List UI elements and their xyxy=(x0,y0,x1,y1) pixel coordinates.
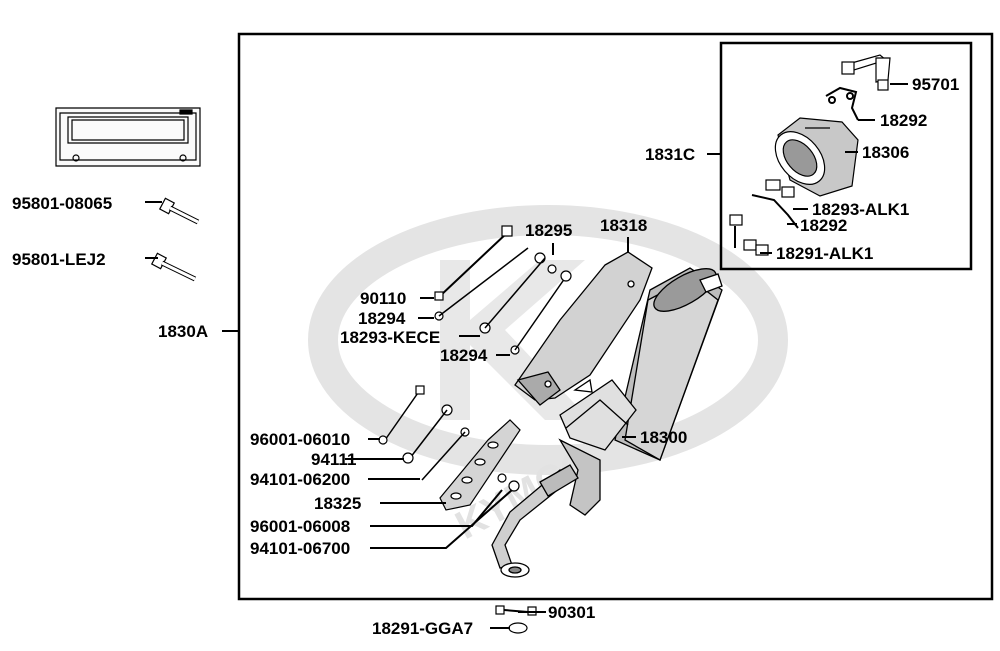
protector-18325-drawing xyxy=(439,419,521,511)
label-18294-upper: 18294 xyxy=(358,309,406,328)
muffler-body-drawing xyxy=(558,267,723,516)
label-1830a: 1830A xyxy=(158,322,208,341)
bolt-95801-08065-drawing xyxy=(158,197,200,225)
tip-fasteners-18291-drawing xyxy=(729,214,769,256)
tip-assembly-inset-frame xyxy=(719,41,973,271)
label-96001-06008: 96001-06008 xyxy=(250,517,350,536)
label-18291-gga7: 18291-GGA7 xyxy=(372,619,473,638)
label-18293-alk1: 18293-ALK1 xyxy=(812,200,909,219)
label-18291-alk1: 18291-ALK1 xyxy=(776,244,873,263)
label-90301: 90301 xyxy=(548,603,595,622)
label-18295: 18295 xyxy=(525,221,572,240)
label-18318: 18318 xyxy=(600,216,647,235)
tip-bolt-95701-drawing xyxy=(841,54,891,91)
label-95701: 95701 xyxy=(912,75,959,94)
label-1831c: 1831C xyxy=(645,145,695,164)
label-94111: 94111 xyxy=(311,450,356,469)
heat-shield-18318-drawing xyxy=(514,251,653,406)
main-assembly-frame xyxy=(237,32,994,601)
label-18300: 18300 xyxy=(640,428,687,447)
label-95801-lej2: 95801-LEJ2 xyxy=(12,250,106,269)
label-94101-06700: 94101-06700 xyxy=(250,539,350,558)
heat-shield-plate-drawing xyxy=(55,107,201,167)
label-18293-kece: 18293-KECE xyxy=(340,328,440,347)
label-96001-06010: 96001-06010 xyxy=(250,430,350,449)
tip-gasket-18292-drawing xyxy=(825,86,859,121)
label-18292-top: 18292 xyxy=(880,111,927,130)
muffler-tip-drawing xyxy=(774,117,859,197)
tip-bracket-18293-drawing xyxy=(751,179,799,229)
label-18306: 18306 xyxy=(862,143,909,162)
label-18294-lower: 18294 xyxy=(440,346,488,365)
label-94101-06200: 94101-06200 xyxy=(250,470,350,489)
label-18292-bottom: 18292 xyxy=(800,216,847,235)
exhaust-pipe-drawing xyxy=(491,464,579,578)
part-labels: 95801-08065 95801-LEJ2 1830A 1831C 95701… xyxy=(12,75,959,638)
label-90110: 90110 xyxy=(360,289,406,308)
leader-lines xyxy=(145,83,908,629)
label-18325: 18325 xyxy=(314,494,361,513)
bolt-95801-lej2-drawing xyxy=(150,252,197,282)
label-95801-08065: 95801-08065 xyxy=(12,194,112,213)
